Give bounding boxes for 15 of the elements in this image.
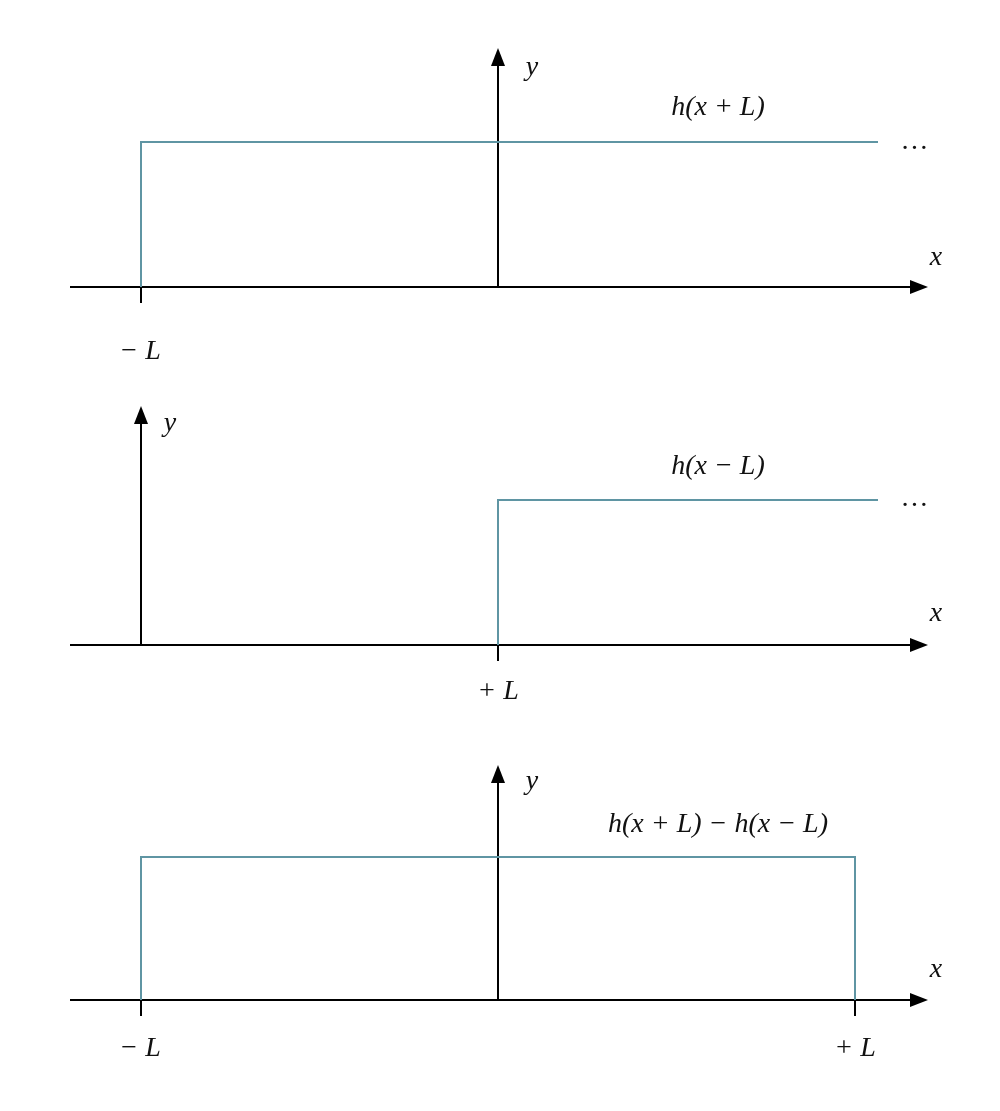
- axis-label: y: [525, 52, 539, 80]
- function-label: h(x − L): [671, 451, 765, 479]
- axis-label: x: [929, 598, 943, 626]
- tick-label: + L: [477, 676, 519, 704]
- tick-label: + L: [834, 1033, 876, 1061]
- axis-label: y: [525, 766, 539, 794]
- axis-label: x: [929, 954, 943, 982]
- ellipsis: …: [902, 483, 928, 511]
- function-label: h(x + L) − h(x − L): [608, 809, 828, 837]
- axis-label: x: [929, 242, 943, 270]
- ellipsis: …: [902, 126, 928, 154]
- function-label: h(x + L): [671, 92, 765, 120]
- tick-label: − L: [119, 336, 161, 364]
- axis-label: y: [163, 408, 177, 436]
- tick-label: − L: [119, 1033, 161, 1061]
